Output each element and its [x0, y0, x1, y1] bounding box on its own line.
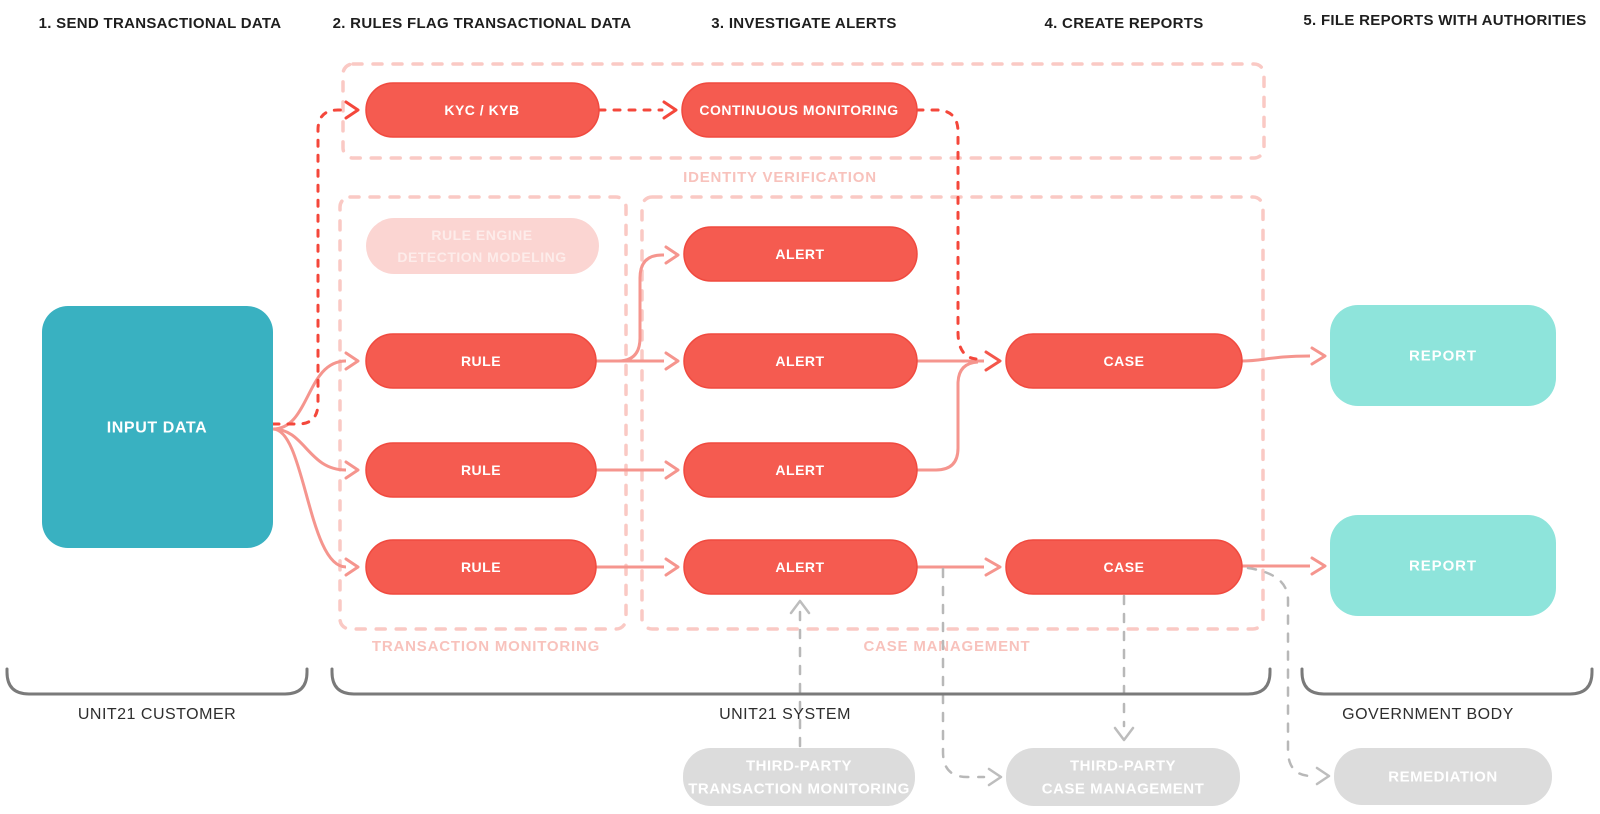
- input-data-node: [42, 306, 273, 548]
- third-party-cm-label-line2: CASE MANAGEMENT: [1042, 781, 1205, 798]
- arrow-input-to-rule-3: [272, 427, 347, 569]
- arrowhead-up-alert4: [789, 599, 811, 615]
- arrow-input-to-kyc: [271, 108, 344, 426]
- arrowhead-alert-2: [664, 351, 680, 371]
- report-label-2: REPORT: [1409, 558, 1477, 575]
- kyc-kyb-label: KYC / KYB: [444, 102, 519, 118]
- arrow-input-to-rule-2: [272, 427, 347, 472]
- alert-label-3: ALERT: [775, 462, 824, 478]
- continuous-monitoring-node: [681, 82, 918, 138]
- arrow-alertline-to-thirdparty-cm: [941, 567, 986, 779]
- arrowhead-alert-1: [664, 245, 680, 265]
- remediation-label: REMEDIATION: [1388, 769, 1497, 786]
- arrow-case1-to-report1: [1241, 354, 1311, 363]
- alert-node-4: [683, 539, 918, 595]
- arrowhead-report-1: [1310, 346, 1327, 366]
- arrowhead-case-2: [984, 557, 1002, 577]
- remediation-node: [1334, 748, 1552, 805]
- group-label-unit21-system: UNIT21 SYSTEM: [719, 706, 851, 723]
- rule-engine-label-line1: RULE ENGINE: [431, 227, 532, 243]
- identity-verification-container: [341, 62, 1266, 160]
- case-node-1: [1005, 333, 1243, 389]
- rule-node-1: [365, 333, 597, 389]
- brace-unit21-system: [330, 667, 1272, 696]
- transaction-monitoring-label: TRANSACTION MONITORING: [372, 638, 600, 655]
- arrowhead-rule-1: [344, 351, 360, 371]
- brace-unit21-customer: [5, 667, 309, 696]
- arrowhead-rule-3: [344, 557, 360, 577]
- arrowhead-remediation: [1315, 766, 1331, 786]
- arrow-input-to-rule-1: [272, 359, 347, 431]
- report-node-2: [1330, 515, 1556, 616]
- arrow-branch-to-alert1: [617, 253, 664, 363]
- arrowhead-thirdparty-cm-left: [987, 767, 1003, 787]
- case-label-1: CASE: [1104, 353, 1145, 369]
- report-node-1: [1330, 305, 1556, 406]
- step-3-header: 3. INVESTIGATE ALERTS: [711, 15, 897, 32]
- alert-node-2: [683, 333, 918, 389]
- rule-label-1: RULE: [461, 353, 501, 369]
- arrow-continuous-monitoring-to-case1: [915, 108, 978, 361]
- alert-node-3: [683, 442, 918, 498]
- arrowhead-down-thirdparty-cm: [1113, 726, 1135, 742]
- alert-label-1: ALERT: [775, 246, 824, 262]
- arrow-caseline-to-remediation: [1246, 566, 1314, 778]
- arrowhead-report-2: [1310, 556, 1327, 576]
- third-party-transaction-monitoring-node: [683, 748, 915, 806]
- rule-label-3: RULE: [461, 559, 501, 575]
- continuous-monitoring-label: CONTINUOUS MONITORING: [699, 102, 898, 118]
- rule-node-3: [365, 539, 597, 595]
- rule-engine-node: [366, 218, 599, 274]
- rule-node-2: [365, 442, 597, 498]
- arrowhead-continuous-monitoring: [662, 100, 678, 120]
- arrowhead-kyc: [344, 100, 360, 120]
- step-1-header: 1. SEND TRANSACTIONAL DATA: [39, 15, 282, 32]
- case-label-2: CASE: [1104, 559, 1145, 575]
- input-data-label: INPUT DATA: [107, 420, 208, 437]
- case-management-container: [640, 195, 1265, 631]
- report-label-1: REPORT: [1409, 348, 1477, 365]
- rule-label-2: RULE: [461, 462, 501, 478]
- third-party-tm-label-line1: THIRD-PARTY: [746, 758, 852, 775]
- group-label-unit21-customer: UNIT21 CUSTOMER: [78, 706, 236, 723]
- arrow-alert3-merge-case1: [917, 360, 979, 472]
- transaction-monitoring-container: [338, 195, 628, 631]
- identity-verification-label: IDENTITY VERIFICATION: [683, 169, 877, 186]
- third-party-cm-label-line1: THIRD-PARTY: [1070, 758, 1176, 775]
- step-4-header: 4. CREATE REPORTS: [1044, 15, 1203, 32]
- case-management-label: CASE MANAGEMENT: [863, 638, 1030, 655]
- alert-node-1: [683, 226, 918, 282]
- arrowhead-alert-3: [664, 460, 680, 480]
- group-label-government-body: GOVERNMENT BODY: [1342, 706, 1514, 723]
- arrowhead-case-1: [984, 350, 1002, 372]
- third-party-case-management-node: [1006, 748, 1240, 806]
- step-2-header: 2. RULES FLAG TRANSACTIONAL DATA: [333, 15, 632, 32]
- alert-label-2: ALERT: [775, 353, 824, 369]
- arrowhead-rule-2: [344, 460, 360, 480]
- step-5-header: 5. FILE REPORTS WITH AUTHORITIES: [1303, 12, 1586, 29]
- arrowhead-alert-4: [664, 557, 680, 577]
- third-party-tm-label-line2: TRANSACTION MONITORING: [688, 781, 910, 798]
- kyc-kyb-node: [365, 82, 600, 138]
- alert-label-4: ALERT: [775, 559, 824, 575]
- rule-engine-label-line2: DETECTION MODELING: [397, 249, 566, 265]
- brace-government-body: [1300, 667, 1594, 696]
- case-node-2: [1005, 539, 1243, 595]
